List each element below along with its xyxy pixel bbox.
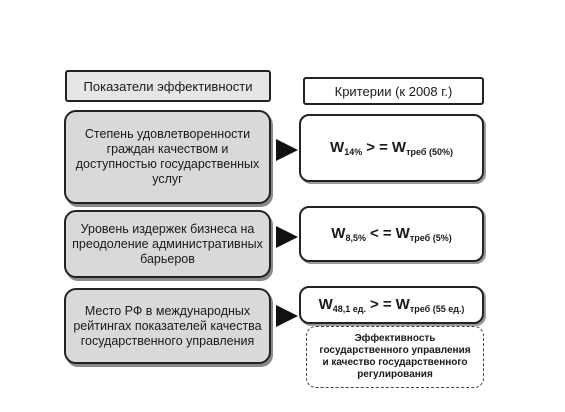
arrow-right-icon — [276, 139, 298, 161]
criterion-international-ranking: W48,1 ед.> =Wтреб (55 ед.) — [299, 286, 484, 324]
formula-left-subscript: 14% — [344, 147, 363, 157]
indicator-international-ranking-label: Место РФ в международных рейтингах показ… — [73, 303, 262, 348]
criterion-formula: W14%> =Wтреб (50%) — [330, 139, 453, 157]
effectiveness-note-text: Эффективность государственного управлени… — [319, 333, 471, 380]
arrow-right-icon — [276, 305, 298, 327]
formula-left-symbol: W — [331, 225, 346, 242]
indicator-satisfaction: Степень удовлетворенности граждан качест… — [64, 110, 271, 204]
formula-right-subscript: треб (5%) — [409, 233, 452, 243]
formula-left-subscript: 8,5% — [345, 233, 366, 243]
formula-right-symbol: W — [395, 296, 410, 313]
arrow-right-icon — [276, 226, 298, 248]
formula-right-subscript: треб (55 ед.) — [409, 304, 465, 314]
indicator-satisfaction-label: Степень удовлетворенности граждан качест… — [75, 127, 260, 186]
formula-left-symbol: W — [318, 296, 333, 313]
criteria-header: Критерии (к 2008 г.) — [303, 77, 484, 105]
indicators-header: Показатели эффективности — [65, 70, 271, 102]
indicator-business-costs: Уровень издержек бизнеса на преодоление … — [64, 210, 271, 278]
formula-left-subscript: 48,1 ед. — [332, 304, 366, 314]
formula-right-subscript: треб (50%) — [406, 147, 453, 157]
criterion-formula: W48,1 ед.> =Wтреб (55 ед.) — [319, 296, 465, 314]
indicators-header-label: Показатели эффективности — [83, 78, 253, 94]
formula-operator: < = — [369, 225, 392, 242]
indicator-international-ranking: Место РФ в международных рейтингах показ… — [64, 288, 271, 364]
criteria-header-label: Критерии (к 2008 г.) — [334, 83, 453, 99]
indicator-business-costs-label: Уровень издержек бизнеса на преодоление … — [72, 221, 263, 266]
formula-right-symbol: W — [395, 225, 410, 242]
formula-operator: > = — [369, 296, 392, 313]
formula-right-symbol: W — [391, 139, 407, 156]
formula-left-symbol: W — [330, 139, 345, 156]
criterion-satisfaction: W14%> =Wтреб (50%) — [299, 114, 484, 182]
effectiveness-note: Эффективность государственного управлени… — [306, 326, 484, 388]
formula-operator: > = — [366, 139, 388, 156]
criterion-business-costs: W8,5%< =Wтреб (5%) — [299, 206, 484, 262]
criterion-formula: W8,5%< =Wтреб (5%) — [331, 225, 451, 243]
